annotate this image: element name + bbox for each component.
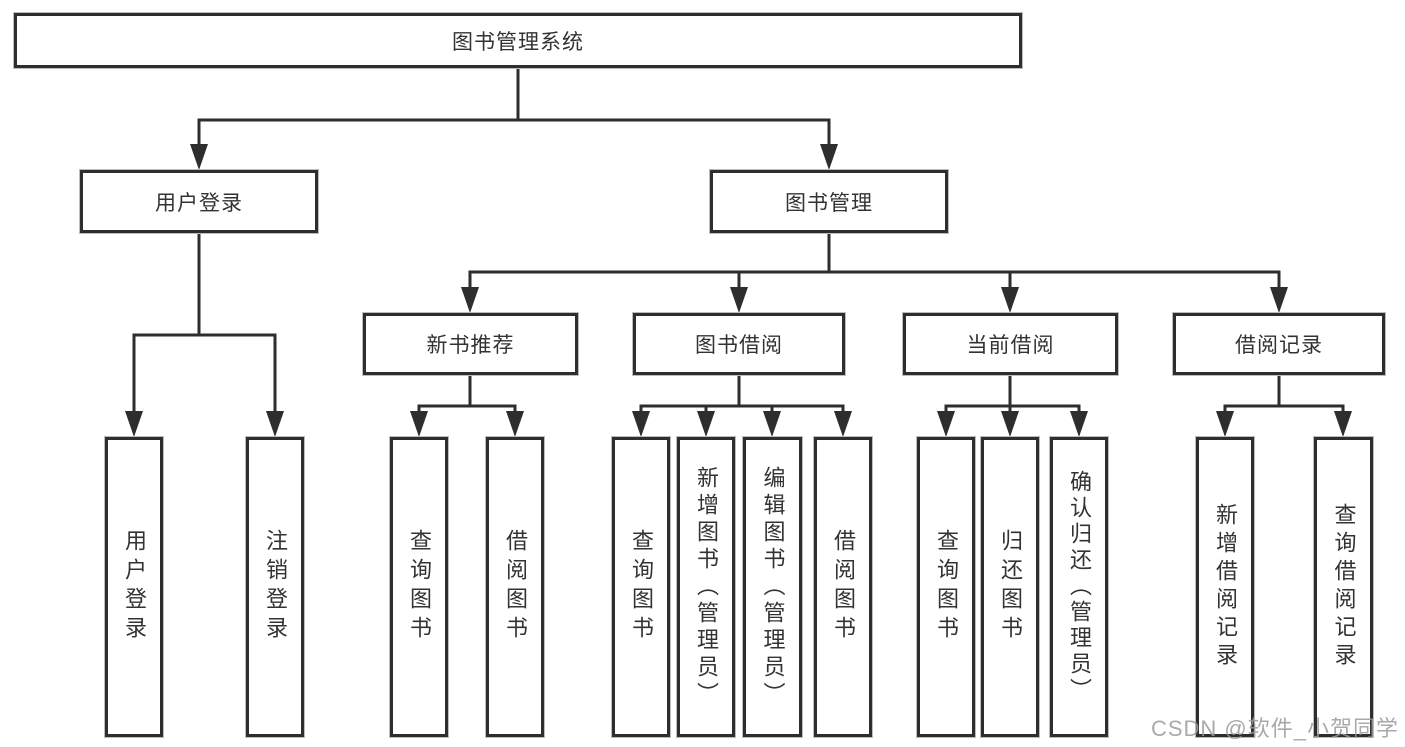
leaf-confirm-return-admin: 确认归还（管理员） [1050,437,1108,737]
leaf-recommend-query-books: 查询图书 [390,437,448,737]
connector-bookmgmt-to-level3 [468,233,1281,292]
leaf-logout: 注销登录 [246,437,304,737]
node-root-label: 图书管理系统 [452,30,584,54]
leaf-edit-books-admin-label: 编辑图书（管理员） [760,465,786,709]
leaf-add-books-admin-label: 新增图书（管理员） [694,465,719,709]
leaf-return-books: 归还图书 [981,437,1039,737]
node-user-login: 用户登录 [80,170,318,233]
leaf-borrow-books: 借阅图书 [814,437,872,737]
arrowheads [125,144,1352,437]
leaf-recommend-borrow-books: 借阅图书 [486,437,544,737]
leaf-user-login-label: 用户登录 [122,529,147,645]
leaf-return-books-label: 归还图书 [998,529,1023,645]
node-user-login-label: 用户登录 [155,191,243,215]
leaf-current-query-books-label: 查询图书 [934,529,959,645]
connector-borrow-to-leaves [639,375,845,416]
connector-newbooks-to-leaves [417,375,517,416]
leaf-query-borrow-record: 查询借阅记录 [1314,437,1373,737]
node-current-borrow-label: 当前借阅 [966,334,1055,357]
leaf-borrow-books-label: 借阅图书 [831,529,856,645]
leaf-edit-books-admin: 编辑图书（管理员） [743,437,802,737]
csdn-watermark: CSDN @软件_小贺同学 [1150,716,1399,741]
node-book-management: 图书管理 [710,170,948,233]
node-root: 图书管理系统 [14,13,1022,68]
node-book-borrow-label: 图书借阅 [695,334,783,357]
leaf-user-login: 用户登录 [105,437,163,737]
connector-records-to-leaves [1223,375,1345,416]
node-current-borrow: 当前借阅 [903,313,1118,375]
node-book-borrow: 图书借阅 [633,313,845,375]
leaf-recommend-query-books-label: 查询图书 [407,529,432,645]
leaf-recommend-borrow-books-label: 借阅图书 [503,529,528,645]
leaf-borrow-query-books-label: 查询图书 [629,529,654,645]
leaf-add-borrow-record: 新增借阅记录 [1196,437,1254,737]
leaf-add-books-admin: 新增图书（管理员） [677,437,735,737]
node-book-management-label: 图书管理 [785,191,873,215]
connector-root-to-level2 [197,68,831,148]
leaf-borrow-query-books: 查询图书 [612,437,670,737]
leaf-confirm-return-admin-label: 确认归还（管理员） [1067,470,1092,704]
node-new-book-recommend-label: 新书推荐 [426,334,515,357]
connector-current-to-leaves [944,375,1081,416]
connector-userlogin-to-leaves [132,233,277,416]
leaf-query-borrow-record-label: 查询借阅记录 [1331,503,1357,671]
node-new-book-recommend: 新书推荐 [363,313,578,375]
leaf-logout-label: 注销登录 [263,529,288,645]
leaf-current-query-books: 查询图书 [917,437,975,737]
node-borrow-records-label: 借阅记录 [1235,334,1323,357]
leaf-add-borrow-record-label: 新增借阅记录 [1213,503,1238,671]
node-borrow-records: 借阅记录 [1173,313,1385,375]
